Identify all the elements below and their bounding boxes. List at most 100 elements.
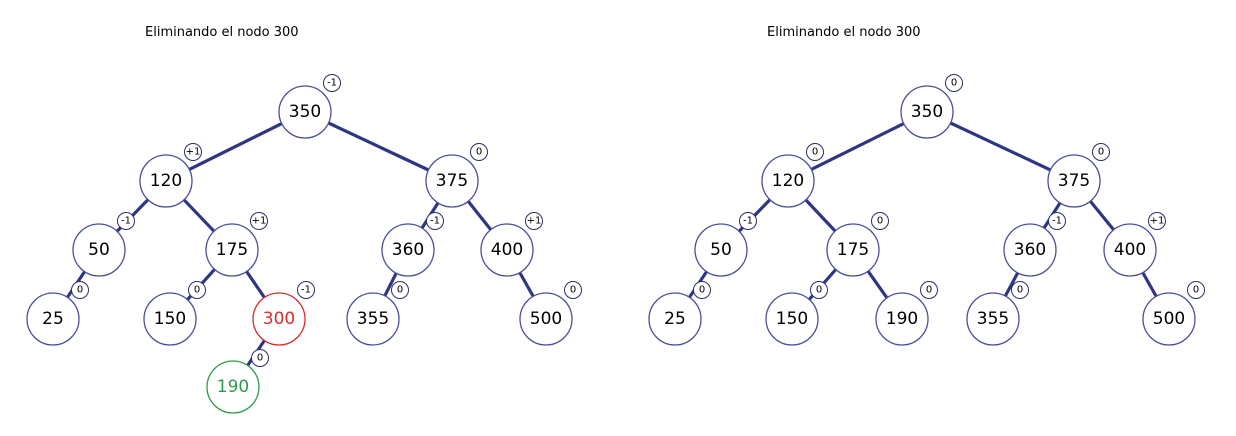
- balance-factor: 0: [476, 147, 482, 158]
- tree-node-25: 25 0: [648, 281, 711, 346]
- balance-factor: 0: [699, 285, 705, 296]
- balance-factor: -1: [301, 285, 311, 296]
- balance-badge: [188, 281, 206, 299]
- balance-factor: 0: [257, 353, 263, 364]
- node-value: 400: [491, 240, 523, 260]
- balance-factor: 0: [951, 78, 957, 89]
- balance-badge: [184, 143, 202, 161]
- node-value: 500: [530, 309, 562, 329]
- node-circle: [139, 154, 193, 208]
- node-value: 300: [263, 309, 295, 329]
- balance-factor: -1: [1052, 216, 1062, 227]
- balance-factor: +1: [252, 216, 267, 227]
- node-circle: [875, 292, 929, 346]
- balance-badge: [1011, 281, 1029, 299]
- node-circle: [1142, 292, 1196, 346]
- balance-badge: [920, 281, 938, 299]
- balance-badge: [564, 281, 582, 299]
- node-circle: [206, 360, 260, 414]
- balance-badge: [1092, 143, 1110, 161]
- balance-factor: 0: [877, 216, 883, 227]
- edges-after: [688, 121, 1158, 301]
- balance-factor: -1: [430, 216, 440, 227]
- balance-badge: [297, 281, 315, 299]
- tree-edge: [949, 121, 1052, 172]
- node-circle: [252, 292, 306, 346]
- panel-title-after: Eliminando el nodo 300: [767, 25, 921, 40]
- tree-node-350: 350 -1: [278, 74, 341, 139]
- tree-panel-before: Eliminando el nodo 300 350 -1 120+1 375 0 50 -…: [26, 25, 582, 414]
- tree-node-50: 50 -1: [72, 212, 135, 277]
- tree-edge: [866, 270, 889, 299]
- tree-node-120: 120+1: [139, 143, 202, 208]
- balance-badge: [739, 212, 757, 230]
- node-circle: [143, 292, 197, 346]
- balance-factor: 0: [812, 147, 818, 158]
- tree-node-400: 400+1: [1103, 212, 1166, 277]
- balance-badge: [250, 212, 268, 230]
- balance-badge: [391, 281, 409, 299]
- tree-edge: [1003, 272, 1020, 297]
- node-value: 25: [42, 309, 64, 329]
- node-circle: [765, 292, 819, 346]
- node-circle: [278, 85, 332, 139]
- balance-badge: [693, 281, 711, 299]
- node-value: 360: [392, 240, 424, 260]
- balance-factor: -1: [121, 216, 131, 227]
- node-value: 375: [436, 171, 468, 191]
- node-value: 190: [886, 309, 918, 329]
- node-value: 150: [154, 309, 186, 329]
- balance-badge: [1187, 281, 1205, 299]
- tree-edge: [1089, 200, 1115, 231]
- node-value: 400: [1114, 240, 1146, 260]
- node-value: 375: [1058, 171, 1090, 191]
- balance-badge: [810, 281, 828, 299]
- balance-factor: 0: [77, 285, 83, 296]
- balance-badge: [1148, 212, 1166, 230]
- node-circle: [1103, 223, 1157, 277]
- node-circle: [480, 223, 534, 277]
- balance-factor: +1: [527, 216, 542, 227]
- balance-factor: 0: [1017, 285, 1023, 296]
- node-value: 50: [88, 240, 110, 260]
- node-circle: [648, 292, 702, 346]
- tree-node-360: 360-1: [1003, 212, 1066, 277]
- tree-edge: [245, 270, 266, 299]
- balance-badge: [117, 212, 135, 230]
- balance-badge: [71, 281, 89, 299]
- tree-edge: [182, 198, 216, 233]
- tree-edge: [518, 271, 535, 298]
- tree-edge: [810, 122, 905, 171]
- node-value: 355: [357, 309, 389, 329]
- tree-edge: [383, 272, 398, 297]
- node-circle: [26, 292, 80, 346]
- balance-badge: [1048, 212, 1066, 230]
- balance-badge: [470, 143, 488, 161]
- node-circle: [826, 223, 880, 277]
- node-circle: [694, 223, 748, 277]
- balance-badge: [323, 74, 341, 92]
- tree-node-360: 360 -1: [381, 212, 444, 277]
- tree-node-400: 400 +1: [480, 212, 543, 277]
- balance-factor: 0: [397, 285, 403, 296]
- tree-node-50: 50-1: [694, 212, 757, 277]
- tree-edge: [188, 122, 283, 171]
- node-circle: [346, 292, 400, 346]
- balance-factor: -1: [327, 78, 337, 89]
- node-value: 25: [664, 309, 686, 329]
- tree-panel-after: Eliminando el nodo 300 35001200375050-11…: [648, 25, 1205, 346]
- balance-factor: 0: [816, 285, 822, 296]
- node-circle: [519, 292, 573, 346]
- node-value: 350: [289, 102, 321, 122]
- tree-node-375: 375 0: [425, 143, 488, 208]
- panel-title-before: Eliminando el nodo 300: [145, 25, 299, 40]
